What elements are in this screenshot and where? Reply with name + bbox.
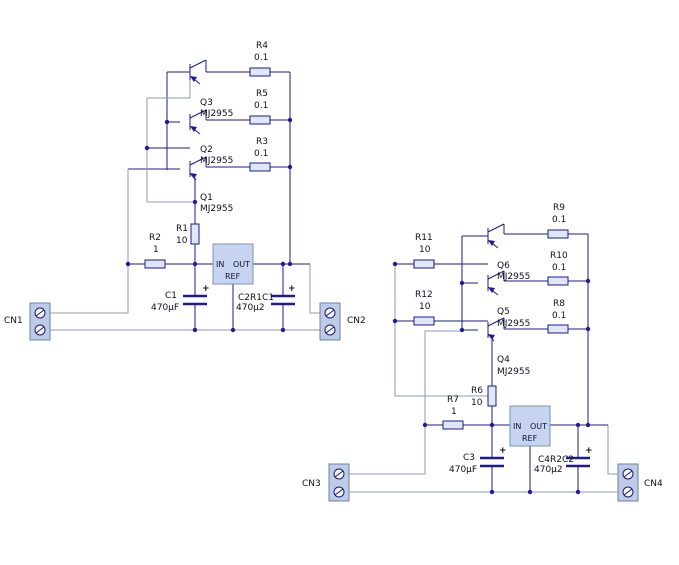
value-r12: 10: [419, 302, 431, 312]
resistor-r5: [249, 115, 271, 125]
label-r1: R1: [176, 224, 188, 234]
part-q3: MJ2955: [200, 109, 233, 119]
label-cn2: CN2: [347, 316, 366, 326]
value-r5: 0.1: [254, 101, 268, 111]
label-cn4: CN4: [644, 479, 663, 489]
label-q2: Q2: [200, 145, 213, 155]
label-r10: R10: [550, 251, 568, 261]
value-c3: 470µF: [449, 465, 477, 475]
resistor-r11: [413, 259, 435, 269]
label-r5: R5: [256, 89, 268, 99]
label-r4: R4: [256, 41, 268, 51]
plus-c3: +: [499, 446, 507, 456]
circuit-a: R4 0.1 R5 0.1 R3 0.1 Q3 MJ2955 Q2 MJ2955…: [4, 41, 366, 341]
transistor-q6: [478, 223, 505, 249]
circuit-b: R9 0.1 R10 0.1 R8 0.1 R11 10 R12 10 Q6 M…: [302, 203, 663, 502]
part-q5: MJ2955: [497, 319, 530, 329]
value-c1: 470µF: [151, 303, 179, 313]
connector-cn2: [319, 302, 341, 341]
resistor-r12: [413, 316, 435, 326]
label-r8: R8: [553, 299, 565, 309]
reg-b-out: OUT: [530, 422, 547, 431]
connector-cn4: [617, 463, 639, 502]
part-q4: MJ2955: [497, 367, 530, 377]
resistor-r2: [144, 259, 166, 269]
value-c2-r1c1: 470µ2: [236, 303, 265, 313]
resistor-r7: [442, 420, 464, 430]
label-c4-r2c2: C4R2C2: [538, 455, 574, 465]
connector-cn1: [29, 302, 51, 341]
transistor-q1: [189, 156, 207, 181]
resistor-r1: [190, 223, 200, 245]
value-r3: 0.1: [254, 149, 268, 159]
label-r3: R3: [256, 137, 268, 147]
value-r2: 1: [153, 245, 159, 255]
resistor-r4: [249, 67, 271, 77]
value-r1: 10: [176, 236, 188, 246]
label-q3: Q3: [200, 98, 213, 108]
regulator-a: [212, 243, 254, 285]
transistor-q4: [487, 317, 505, 342]
reg-a-ref: REF: [225, 272, 241, 281]
label-q6: Q6: [497, 261, 510, 271]
label-r6: R6: [471, 386, 483, 396]
label-r12: R12: [415, 290, 433, 300]
resistor-r10: [547, 276, 569, 286]
transistor-q3: [180, 59, 207, 85]
plus-c2: +: [288, 284, 296, 294]
part-q6: MJ2955: [497, 272, 530, 282]
plus-c4: +: [585, 446, 593, 456]
label-cn3: CN3: [302, 479, 321, 489]
plus-c1: +: [202, 284, 210, 294]
regulator-b: [509, 405, 551, 447]
value-r4: 0.1: [254, 53, 268, 63]
value-r8: 0.1: [552, 311, 566, 321]
label-cn1: CN1: [4, 316, 23, 326]
value-r6: 10: [471, 398, 483, 408]
label-q5: Q5: [497, 307, 510, 317]
label-q1: Q1: [200, 193, 213, 203]
reg-b-ref: REF: [522, 434, 538, 443]
reg-a-in: IN: [216, 260, 224, 269]
value-r10: 0.1: [552, 263, 566, 273]
label-r7: R7: [447, 395, 459, 405]
label-c3: C3: [463, 453, 475, 463]
value-r11: 10: [419, 245, 431, 255]
transistor-q2: [189, 109, 207, 135]
resistor-r3: [249, 162, 271, 172]
part-q1: MJ2955: [200, 204, 233, 214]
resistor-r6: [487, 385, 497, 407]
reg-a-out: OUT: [233, 260, 250, 269]
label-q4: Q4: [497, 355, 510, 365]
label-c1: C1: [165, 291, 177, 301]
value-c4-r2c2: 470µ2: [534, 465, 563, 475]
connector-cn3: [328, 463, 350, 502]
label-c2-r1c1: C2R1C1: [238, 293, 274, 303]
transistor-q5: [487, 270, 505, 296]
resistor-r9: [547, 229, 569, 239]
value-r9: 0.1: [552, 215, 566, 225]
label-r11: R11: [415, 233, 433, 243]
part-q2: MJ2955: [200, 156, 233, 166]
label-r9: R9: [553, 203, 565, 213]
value-r7: 1: [451, 407, 457, 417]
label-r2: R2: [149, 233, 161, 243]
resistor-r8: [547, 324, 569, 334]
reg-b-in: IN: [513, 422, 521, 431]
